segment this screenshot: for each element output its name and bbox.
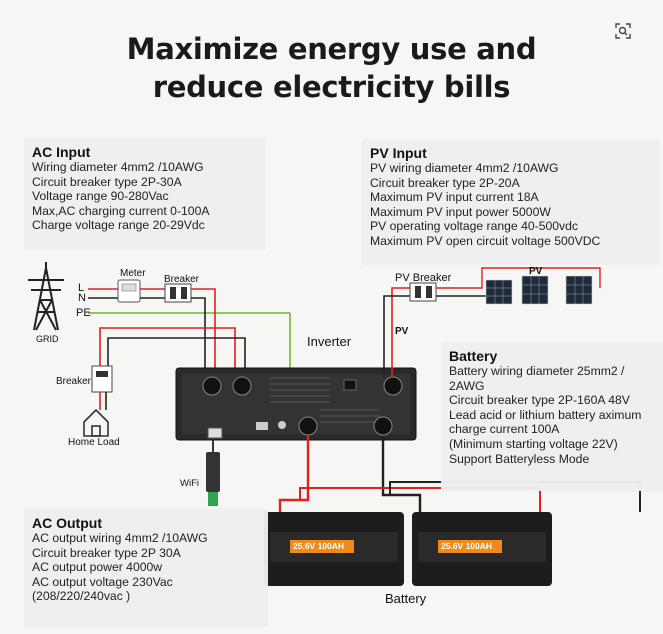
battery-2-icon [412,512,552,586]
inverter-icon [175,367,417,441]
home-icon [83,408,109,437]
wifi-dongle-icon [206,427,223,506]
pv-input-line: Maximum PV input power 5000W [370,204,551,219]
breaker-left-icon [91,365,113,393]
ac-input-line: Max,AC charging current 0-100A [32,203,210,218]
ac-output-line: Circuit breaker type 2P 30A [32,545,181,560]
ac-input-line: Wiring diameter 4mm2 /10AWG [32,160,204,174]
pv-input-line: PV operating voltage range 40-500vdc [370,219,579,234]
title-line-1: Maximize energy use and [126,32,537,66]
zoom-icon[interactable] [612,20,634,42]
battery-label: Battery [385,591,427,606]
battery-heading: Battery [449,348,498,364]
ac-input-heading: AC Input [32,144,91,160]
pv-breaker-label: PV Breaker [395,272,452,284]
battery-line: 2AWG [449,378,485,393]
battery-line: Lead acid or lithium battery aximum [449,407,642,422]
battery-line: Support Batteryless Mode [449,451,590,466]
pv-input-line: Maximum PV open circuit voltage 500VDC [370,233,601,248]
pv-panels-label: PV [529,266,543,277]
battery-line: charge current 100A [449,422,560,437]
battery-line: Battery wiring diameter 25mm2 / [449,364,625,378]
n-label: N [78,292,86,304]
meter-label: Meter [120,268,146,279]
battery-1-icon [264,512,404,586]
ac-output-line: (208/220/240vac ) [32,589,131,604]
battery-spec-panel: Battery Battery wiring diameter 25mm2 / … [441,342,663,491]
breaker-top-label: Breaker [164,274,200,285]
battery-2-rating: 25.6V 100AH [441,541,493,551]
grid-tower-icon [28,262,64,331]
meter-icon [117,279,141,303]
breaker-top-icon [164,283,192,303]
ac-output-line: AC output power 4000w [32,560,163,575]
pv-panels-icon [485,275,593,305]
ac-output-line: AC output voltage 230Vac [32,574,173,589]
pv-breaker-icon [409,282,437,302]
title-line-2: reduce electricity bills [152,70,511,104]
pv-input-panel: PV Input PV wiring diameter 4mm2 /10AWG … [362,139,660,265]
breaker-left-label: Breaker [56,376,92,387]
ac-input-line: Circuit breaker type 2P-30A [32,174,182,189]
wifi-label: WiFi [180,478,199,489]
pv-input-line: PV wiring diameter 4mm2 /10AWG [370,161,559,175]
pe-label: PE [76,307,91,319]
ac-input-panel: AC Input Wiring diameter 4mm2 /10AWG Cir… [24,138,266,250]
grid-label: GRID [36,334,59,344]
ac-input-line: Voltage range 90-280Vac [32,189,169,204]
battery-line: (Minimum starting voltage 22V) [449,436,618,451]
home-load-label: Home Load [68,437,120,448]
ac-output-panel: AC Output AC output wiring 4mm2 /10AWG C… [24,509,268,627]
l-label: L [78,282,85,294]
ac-input-line: Charge voltage range 20-29Vdc [32,218,205,233]
page-title: Maximize energy use and reduce electrici… [0,30,663,106]
pv-input-line: Maximum PV input current 18A [370,190,539,205]
battery-line: Circuit breaker type 2P-160A 48V [449,393,630,408]
pv-input-line: Circuit breaker type 2P-20A [370,175,520,190]
pv-input-heading: PV Input [370,145,427,161]
inverter-label: Inverter [307,334,352,349]
ac-output-heading: AC Output [32,515,102,531]
ac-output-line: AC output wiring 4mm2 /10AWG [32,531,208,545]
pv-wire-label: PV [395,326,409,337]
battery-1-rating: 25.6V 100AH [293,541,345,551]
